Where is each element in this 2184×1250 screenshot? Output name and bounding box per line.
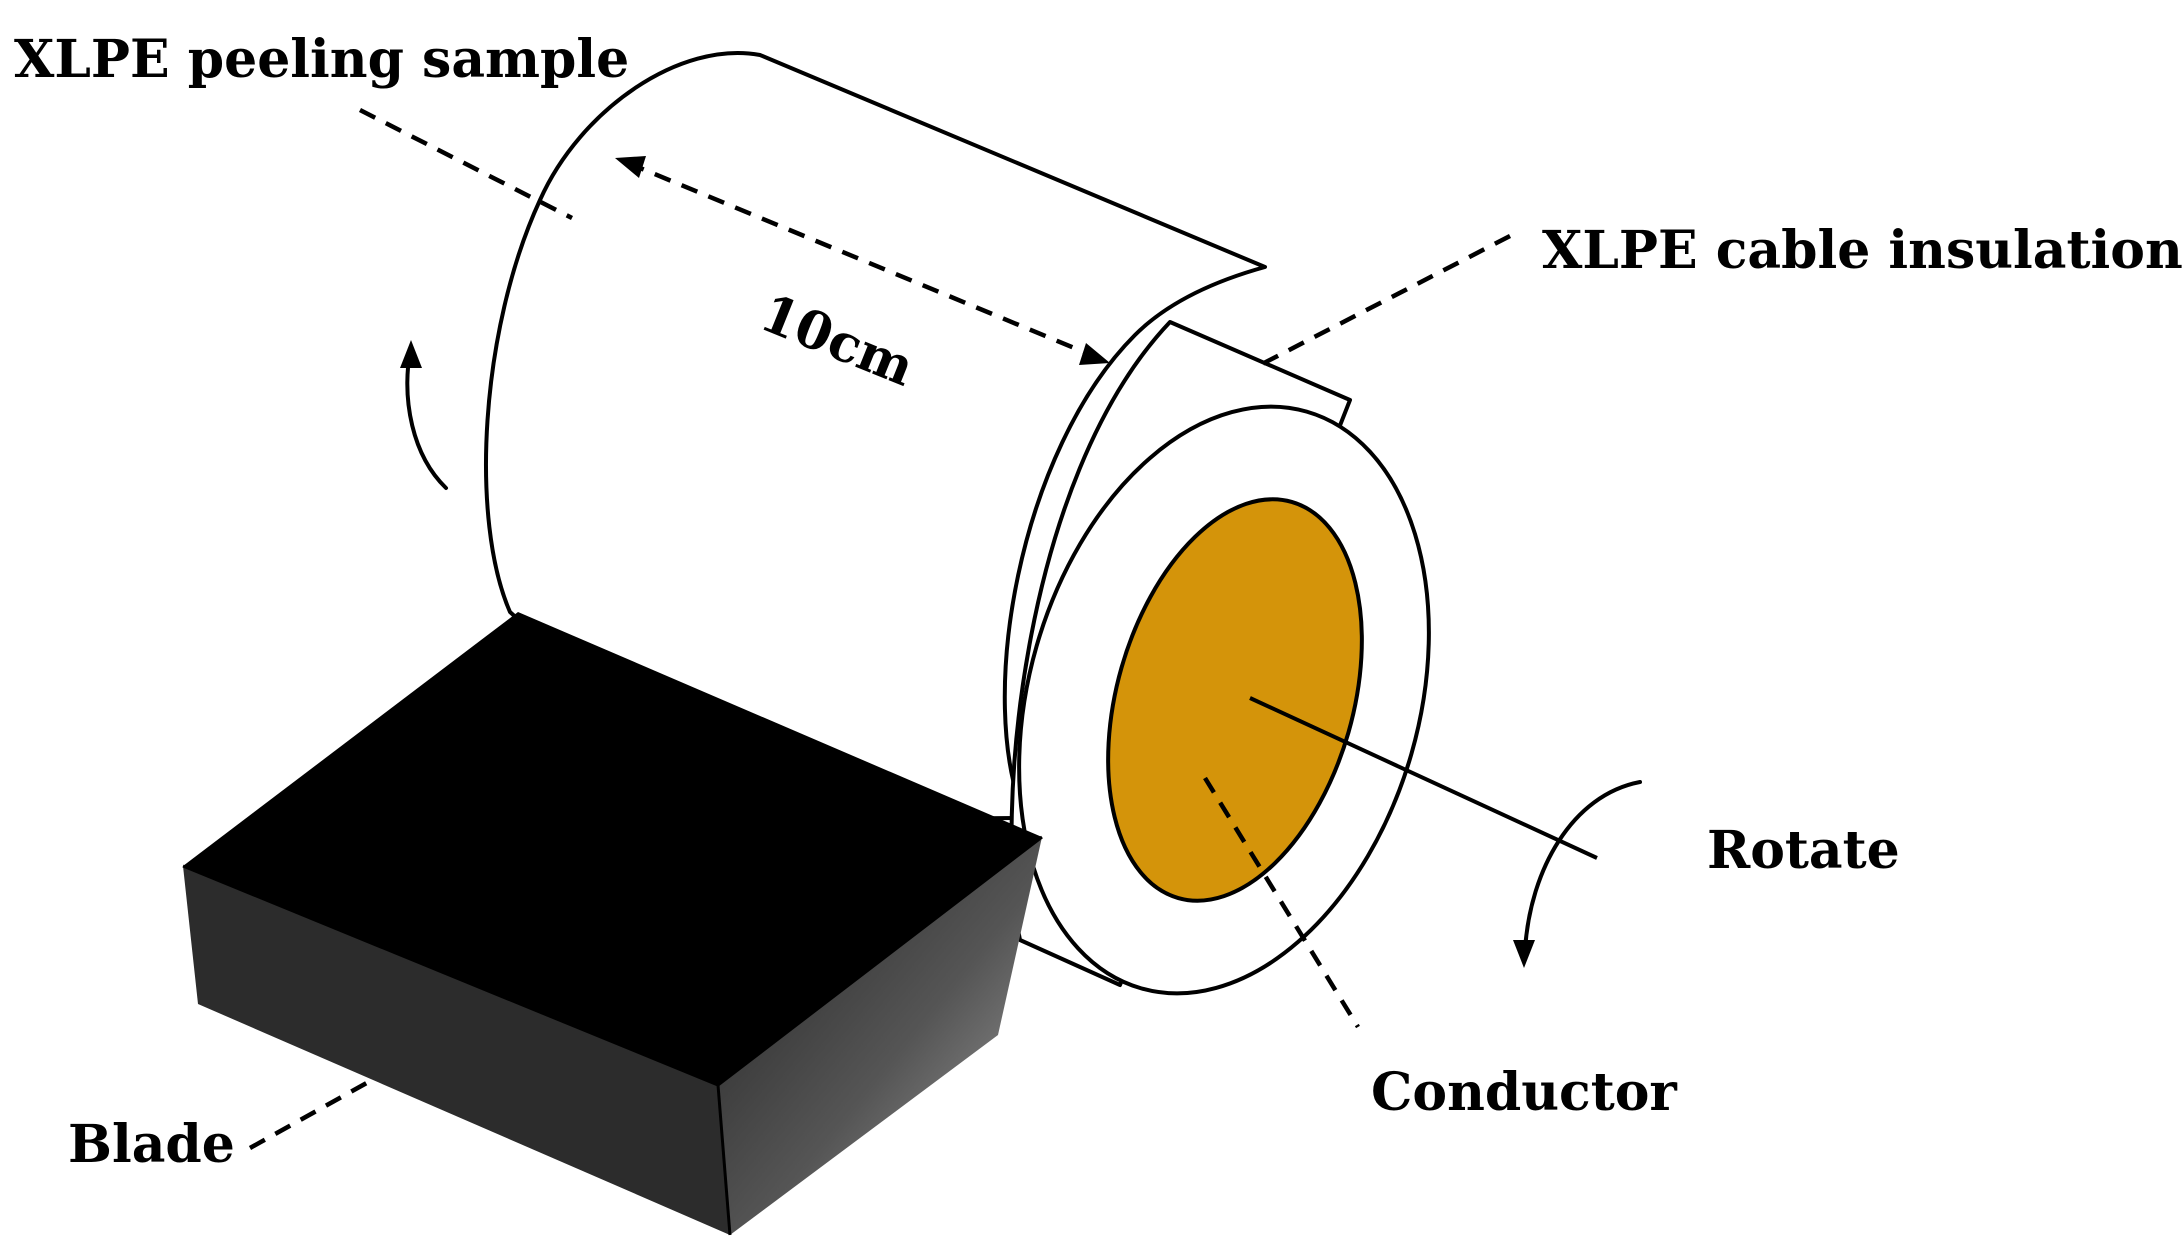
conductor-leader [1203, 776, 1360, 1029]
blade-side-face [718, 837, 1042, 1235]
blade-leader [248, 1078, 374, 1150]
length-dimension-arrow [615, 156, 1110, 365]
conductor-label: Conductor [1371, 1062, 1677, 1123]
peeling-sample-sheet [484, 51, 1267, 822]
rotate-arrow [1513, 780, 1642, 968]
blade-top-face [183, 612, 1042, 1085]
cable-insulation-leader [1260, 234, 1512, 366]
blade-label: Blade [68, 1114, 235, 1175]
arrowhead-down-icon [1513, 940, 1535, 968]
cable-insulation-label: XLPE cable insulation [1542, 220, 2183, 281]
peeling-sample-label: XLPE peeling sample [14, 29, 629, 90]
arrowhead-up-icon [400, 340, 422, 368]
conductor-core [1106, 497, 1364, 903]
arrowhead-left-icon [615, 156, 646, 178]
peeling-sample-leader [358, 107, 574, 221]
arrowhead-right-icon [1079, 343, 1110, 365]
peel-direction-arrow [400, 340, 448, 490]
rotate-label: Rotate [1707, 820, 1900, 881]
blade-front-face [183, 866, 730, 1235]
blade [182, 612, 1043, 1236]
rotation-axis-line [1249, 696, 1598, 860]
